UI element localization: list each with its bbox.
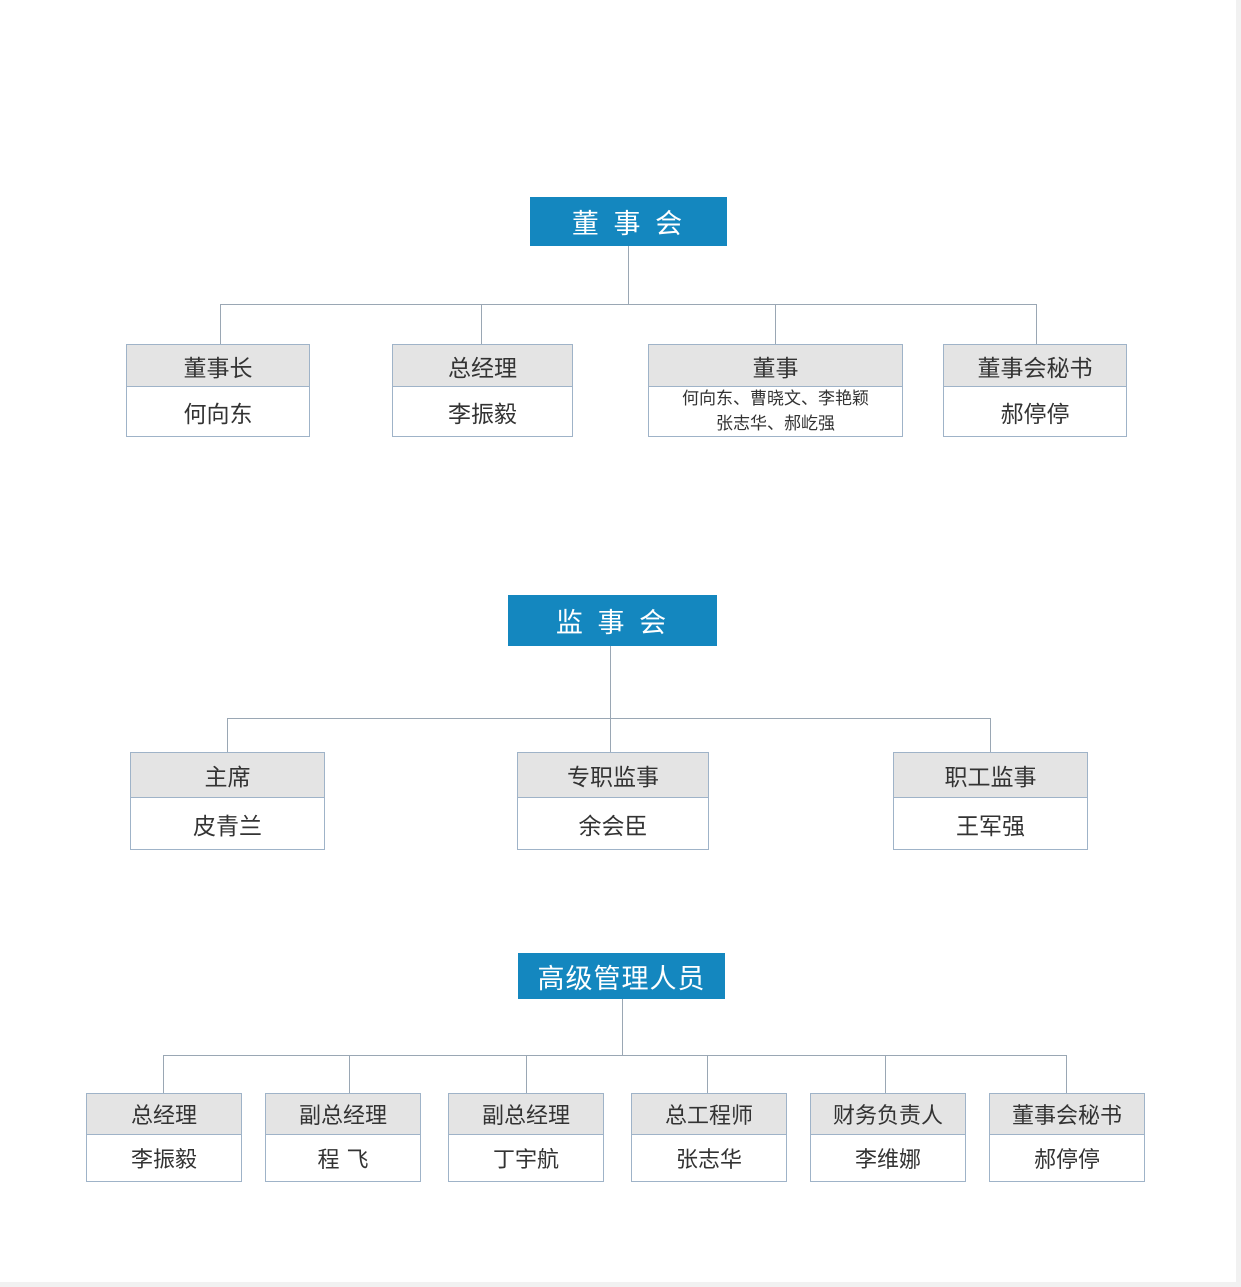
role-label: 副总经理: [266, 1094, 420, 1135]
role-label: 专职监事: [518, 753, 708, 798]
person-name: 张志华: [675, 1148, 742, 1173]
board-directors-card: 董事 何向东、曹晓文、李艳颖 张志华、郝屹强: [648, 344, 903, 437]
person-name: 王军强: [956, 813, 1025, 840]
person-name: 郝停停: [1000, 401, 1070, 428]
board-general-manager-card: 总经理 李振毅: [392, 344, 573, 437]
page-edge-bottom: [0, 1282, 1241, 1287]
board-chairman-card: 董事长 何向东: [126, 344, 310, 437]
management-title-box: 高级管理人员: [518, 953, 725, 999]
board-secretary-card: 董事会秘书 郝停停: [943, 344, 1127, 437]
supervisory-bus-line: [227, 718, 991, 719]
management-trunk-line: [622, 998, 623, 1056]
person-name: 郝停停: [1033, 1148, 1100, 1173]
management-chief-engineer-card: 总工程师 张志华: [631, 1093, 787, 1182]
management-general-manager-card: 总经理 李振毅: [86, 1093, 242, 1182]
person-name: 何向东: [183, 401, 253, 428]
board-drop-line: [481, 304, 482, 345]
role-label: 总经理: [87, 1094, 241, 1135]
management-deputy-gm-card: 副总经理 程 飞: [265, 1093, 421, 1182]
role-label: 董事会秘书: [990, 1094, 1144, 1135]
page-edge-right: [1236, 0, 1241, 1287]
board-trunk-line: [628, 245, 629, 305]
board-title-box: 董 事 会: [530, 197, 727, 246]
board-bus-line: [220, 304, 1037, 305]
management-drop-line: [349, 1055, 350, 1094]
role-label: 副总经理: [449, 1094, 603, 1135]
board-drop-line: [220, 304, 221, 345]
person-name: 皮青兰: [193, 813, 262, 840]
board-drop-line: [775, 304, 776, 345]
role-label: 主席: [131, 753, 324, 798]
person-name: 李振毅: [448, 401, 517, 428]
management-drop-line: [707, 1055, 708, 1094]
management-drop-line: [885, 1055, 886, 1094]
management-drop-line: [1066, 1055, 1067, 1094]
director-names-line: 何向东、曹晓文、李艳颖: [682, 389, 869, 409]
management-drop-line: [526, 1055, 527, 1094]
person-name: 程 飞: [317, 1148, 369, 1173]
role-label: 总工程师: [632, 1094, 786, 1135]
management-finance-head-card: 财务负责人 李维娜: [810, 1093, 966, 1182]
director-names: 何向东、曹晓文、李艳颖 张志华、郝屹强: [649, 387, 902, 437]
role-label: 董事: [649, 345, 902, 387]
management-board-secretary-card: 董事会秘书 郝停停: [989, 1093, 1145, 1182]
management-bus-line: [163, 1055, 1067, 1056]
role-label: 董事会秘书: [944, 345, 1126, 387]
supervisory-employee-card: 职工监事 王军强: [893, 752, 1088, 850]
management-drop-line: [163, 1055, 164, 1094]
role-label: 财务负责人: [811, 1094, 965, 1135]
supervisory-fulltime-card: 专职监事 余会臣: [517, 752, 709, 850]
supervisory-trunk-line: [610, 645, 611, 753]
person-name: 李维娜: [854, 1148, 921, 1173]
management-deputy-gm-card: 副总经理 丁宇航: [448, 1093, 604, 1182]
board-drop-line: [1036, 304, 1037, 345]
role-label: 职工监事: [894, 753, 1087, 798]
role-label: 董事长: [127, 345, 309, 387]
supervisory-drop-line: [990, 718, 991, 753]
supervisory-drop-line: [227, 718, 228, 753]
director-names-line: 张志华、郝屹强: [716, 414, 835, 434]
person-name: 丁宇航: [492, 1148, 559, 1173]
person-name: 余会臣: [578, 813, 648, 840]
supervisory-title-box: 监 事 会: [508, 595, 717, 646]
supervisory-chair-card: 主席 皮青兰: [130, 752, 325, 850]
role-label: 总经理: [393, 345, 572, 387]
person-name: 李振毅: [130, 1148, 197, 1173]
